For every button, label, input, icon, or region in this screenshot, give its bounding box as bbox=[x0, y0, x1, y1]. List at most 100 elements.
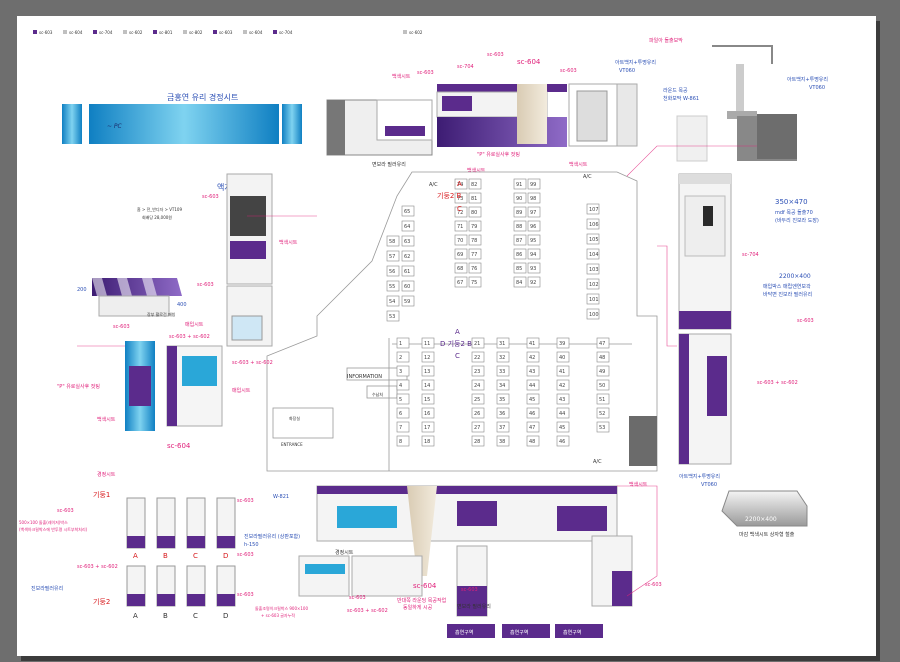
seat bbox=[396, 379, 410, 391]
ac-label-2: A/C bbox=[583, 174, 592, 180]
label-bottom-note2: h-150 bbox=[244, 542, 259, 548]
seat bbox=[386, 280, 400, 292]
seat-number: 87 bbox=[516, 238, 522, 244]
seat bbox=[527, 234, 541, 246]
pillar1-title: 기둥1 bbox=[93, 490, 110, 499]
pillar-base bbox=[127, 536, 145, 548]
seat bbox=[586, 233, 600, 245]
seat-number: 53 bbox=[389, 314, 395, 320]
glass-sheet-title: 금홍연 유리 경정시트 bbox=[167, 92, 238, 102]
legend-10: sc-602 bbox=[409, 30, 423, 35]
info-label: INFORMATION bbox=[347, 374, 382, 380]
seat-number: 8 bbox=[399, 439, 402, 445]
seat bbox=[496, 337, 510, 349]
label-bottom-box2: + sc-603 글자누적 bbox=[261, 612, 295, 618]
seat-number: 42 bbox=[529, 355, 535, 361]
label-sc704-right: sc-704 bbox=[742, 252, 759, 258]
label-vt060-top: VT060 bbox=[619, 68, 635, 74]
seat-number: 5 bbox=[399, 397, 402, 403]
legend-9: sc-704 bbox=[279, 30, 293, 35]
plan-pillar-a: A bbox=[457, 180, 462, 188]
label-mdf-note: mdf 목공 돌출70 bbox=[775, 209, 813, 216]
seat-number: 81 bbox=[471, 196, 477, 202]
legend-1: sc-603 bbox=[39, 30, 53, 35]
seat bbox=[421, 365, 435, 377]
seat bbox=[454, 248, 468, 260]
seat-number: 6 bbox=[399, 411, 402, 417]
seat-number: 63 bbox=[404, 239, 410, 245]
legend-6: sc-802 bbox=[189, 30, 203, 35]
seat bbox=[513, 234, 527, 246]
seat-number: 21 bbox=[474, 341, 480, 347]
seat bbox=[596, 379, 610, 391]
label-pillar-note: 500×100 돌출(레이저)박스 bbox=[19, 519, 68, 525]
seat-number: 97 bbox=[530, 210, 536, 216]
plan-pillar2-label: D 기둥2 B bbox=[440, 339, 472, 348]
seat bbox=[596, 393, 610, 405]
seat-number: 77 bbox=[471, 252, 477, 258]
seat-number: 4 bbox=[399, 383, 402, 389]
seat bbox=[454, 178, 468, 190]
pillar1-letter: A bbox=[133, 552, 138, 560]
label-center-note: 반대쪽 라운딩 목공작업 bbox=[397, 597, 446, 604]
seat bbox=[527, 248, 541, 260]
seat bbox=[527, 276, 541, 288]
label-awning-w: 400 bbox=[177, 302, 187, 308]
seat bbox=[468, 220, 482, 232]
glass-panel-wide bbox=[89, 104, 279, 144]
seat bbox=[556, 379, 570, 391]
seat bbox=[468, 234, 482, 246]
seat-number: 28 bbox=[474, 439, 480, 445]
seat bbox=[527, 178, 541, 190]
entrance-label: ENTRANCE bbox=[281, 442, 303, 447]
bottom-elevation bbox=[298, 485, 633, 617]
seat-number: 75 bbox=[471, 280, 477, 286]
seat bbox=[496, 365, 510, 377]
seat bbox=[556, 421, 570, 433]
seat-number: 76 bbox=[471, 266, 477, 272]
glass-panel-logo: ~ PC bbox=[107, 123, 123, 130]
seat-number: 33 bbox=[499, 369, 505, 375]
pillar-base bbox=[157, 594, 175, 606]
seat bbox=[421, 379, 435, 391]
plan-pillar-label: 기둥2 B bbox=[437, 191, 462, 200]
seat-number: 27 bbox=[474, 425, 480, 431]
seat bbox=[454, 276, 468, 288]
seat bbox=[454, 206, 468, 218]
seat bbox=[513, 220, 527, 232]
seat-number: 53 bbox=[599, 425, 605, 431]
seat-number: 24 bbox=[474, 383, 480, 389]
legend-7: sc-603 bbox=[219, 30, 233, 35]
top-right-elevation bbox=[676, 45, 797, 162]
seat-number: 31 bbox=[499, 341, 505, 347]
label-round-wood: 라운드 목공 bbox=[663, 87, 688, 94]
seat-number: 46 bbox=[529, 411, 535, 417]
seat-number: 45 bbox=[559, 425, 565, 431]
seat bbox=[471, 393, 485, 405]
seat bbox=[454, 262, 468, 274]
label-sc603-top: sc-603 bbox=[487, 52, 504, 58]
seat bbox=[386, 265, 400, 277]
seat bbox=[556, 407, 570, 419]
label-white-top2: 백색시트 bbox=[467, 167, 486, 174]
seat bbox=[396, 337, 410, 349]
legend-3: sc-704 bbox=[99, 30, 113, 35]
seat-number: 59 bbox=[404, 299, 410, 305]
seat bbox=[471, 407, 485, 419]
seat-number: 57 bbox=[389, 254, 395, 260]
seat bbox=[526, 365, 540, 377]
seats-bottom: 1234567811121314151617182122232425262728… bbox=[396, 337, 610, 447]
label-white-top: 백색시트 bbox=[392, 73, 411, 80]
label-sc603-bottom3: sc-603 bbox=[645, 582, 662, 588]
seat-number: 40 bbox=[559, 355, 565, 361]
label-sc603-top2: sc-603 bbox=[417, 70, 434, 76]
label-top-right: 파일아 돌출보막 bbox=[649, 37, 683, 44]
seat-number: 11 bbox=[424, 341, 430, 347]
seat-number: 41 bbox=[529, 341, 535, 347]
seat bbox=[496, 351, 510, 363]
seat bbox=[468, 248, 482, 260]
seat bbox=[386, 250, 400, 262]
top-elevation bbox=[326, 83, 638, 156]
label-pc-print: "P" 유로실사후 컷팅 bbox=[477, 151, 520, 158]
label-sc603-602-left2: sc-603 + sc-602 bbox=[232, 360, 273, 366]
